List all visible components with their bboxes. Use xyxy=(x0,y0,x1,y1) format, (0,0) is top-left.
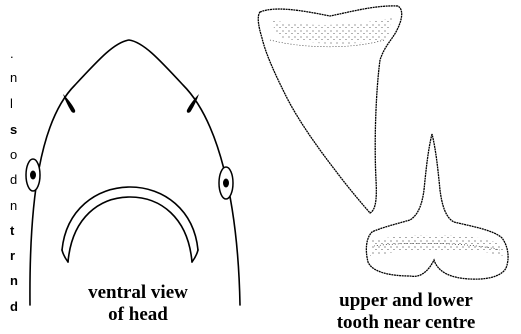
caption-line: ventral view xyxy=(40,282,236,304)
upper-tooth xyxy=(258,6,401,213)
caption-ventral-view: ventral view of head xyxy=(40,282,236,326)
caption-line: of head xyxy=(40,304,236,326)
caption-line: upper and lower xyxy=(296,290,516,312)
caption-teeth: upper and lower tooth near centre xyxy=(296,290,516,334)
caption-line: tooth near centre xyxy=(296,312,516,334)
lower-tooth xyxy=(366,134,508,279)
